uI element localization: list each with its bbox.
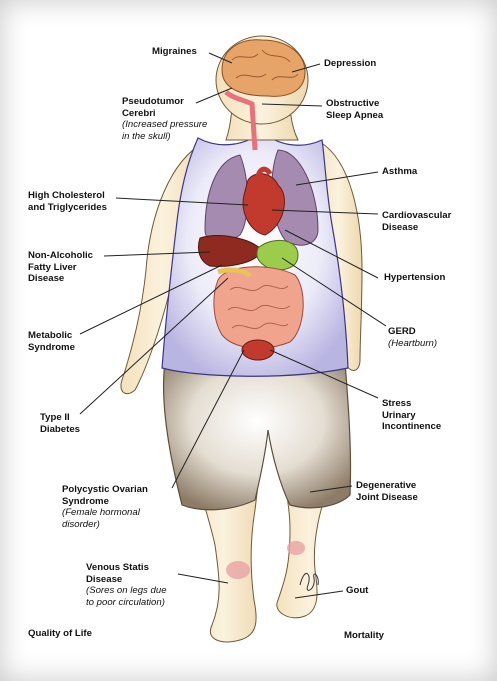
leader-migraines — [208, 52, 233, 64]
brain-folds — [231, 49, 299, 81]
label-depression-name: Depression — [324, 58, 377, 69]
label-venous-note-2: to poor circulation) — [86, 596, 165, 608]
label-asthma: Asthma — [382, 166, 417, 178]
label-venous-name-2: Disease — [86, 573, 123, 585]
leader-venous — [177, 573, 229, 584]
leg-sore — [287, 541, 305, 555]
leader-joint — [309, 485, 353, 493]
label-pcos-name-2: Syndrome — [62, 495, 109, 507]
label-venous-note-1: (Sores on legs due — [86, 585, 167, 596]
heart — [242, 173, 285, 236]
label-pcos-note-2: disorder) — [62, 518, 100, 530]
leader-pseudotumor — [195, 87, 233, 104]
leader-pcos — [171, 349, 245, 489]
label-joint-name-1: Degenerative — [356, 480, 417, 491]
leg-sore — [226, 561, 250, 579]
airway — [224, 90, 258, 151]
label-joint-name-2: Joint Disease — [356, 491, 418, 503]
leader-cholesterol — [115, 197, 249, 206]
leader-incontinence — [269, 349, 379, 399]
label-venous-name-1: Venous Statis — [86, 562, 149, 573]
label-incontinence-name-1: Stress — [382, 398, 412, 409]
label-fatty-liver-name-2: Fatty Liver — [28, 261, 77, 273]
label-gerd: GERD (Heartburn) — [388, 326, 437, 349]
label-venous: Venous Statis Disease (Sores on legs due… — [86, 562, 167, 608]
leader-cardiovascular — [271, 209, 379, 215]
label-joint: Degenerative Joint Disease — [356, 480, 418, 503]
label-gout-name: Gout — [346, 585, 369, 596]
intestine-loops — [227, 284, 291, 330]
label-incontinence-name-3: Incontinence — [382, 421, 442, 432]
artist-signature-icon — [299, 573, 319, 591]
label-metabolic: Metabolic Syndrome — [28, 330, 75, 353]
label-gerd-note: (Heartburn) — [388, 337, 438, 349]
label-pseudotumor: Pseudotumor Cerebri (Increased pressure … — [122, 96, 207, 142]
brain — [221, 39, 306, 97]
label-sleep-apnea-name-2: Sleep Apnea — [326, 109, 384, 121]
label-gerd-name: GERD — [388, 326, 416, 337]
pancreas — [217, 267, 252, 278]
label-fatty-liver-name-1: Non-Alcoholic — [28, 250, 94, 261]
footer-mortality: Mortality — [344, 630, 384, 641]
label-hypertension: Hypertension — [384, 272, 445, 284]
bladder — [241, 339, 275, 361]
leader-hypertension — [284, 229, 379, 279]
leader-asthma — [295, 171, 379, 186]
label-incontinence-name-2: Urinary — [382, 409, 416, 421]
label-cholesterol: High Cholesterol and Triglycerides — [28, 190, 107, 213]
label-fatty-liver: Non-Alcoholic Fatty Liver Disease — [28, 250, 93, 285]
label-pseudotumor-name-1: Pseudotumor — [122, 96, 184, 107]
leader-lines — [79, 52, 387, 599]
label-depression: Depression — [324, 58, 376, 70]
leader-gout — [294, 590, 344, 599]
label-pseudotumor-note-2: in the skull) — [122, 130, 171, 142]
label-asthma-name: Asthma — [382, 166, 418, 177]
label-cardiovascular: Cardiovascular Disease — [382, 210, 451, 233]
label-sleep-apnea: Obstructive Sleep Apnea — [326, 98, 383, 121]
label-cholesterol-name-1: High Cholesterol — [28, 190, 105, 201]
label-pcos-note-1: (Female hormonal — [62, 507, 140, 518]
leader-metabolic — [79, 264, 223, 335]
label-sleep-apnea-name-1: Obstructive — [326, 98, 380, 109]
leader-diabetes — [79, 277, 229, 415]
leader-sleep-apnea — [261, 103, 323, 107]
shorts — [162, 361, 352, 511]
label-pseudotumor-name-2: Cerebri — [122, 107, 156, 119]
label-diabetes-name-1: Type II — [40, 412, 70, 423]
label-pseudotumor-note-1: (Increased pressure — [122, 119, 208, 130]
label-hypertension-name: Hypertension — [384, 272, 446, 283]
label-gout: Gout — [346, 585, 368, 597]
aorta — [255, 166, 273, 181]
label-cholesterol-name-2: and Triglycerides — [28, 201, 107, 213]
label-cardiovascular-name-2: Disease — [382, 221, 419, 233]
leader-depression — [291, 63, 321, 73]
label-cardiovascular-name-1: Cardiovascular — [382, 210, 452, 221]
label-metabolic-name-1: Metabolic — [28, 330, 73, 341]
label-diabetes: Type II Diabetes — [40, 412, 80, 435]
stomach — [256, 239, 299, 271]
liver — [197, 235, 263, 267]
leader-fatty-liver — [103, 251, 211, 257]
label-migraines-name: Migraines — [152, 46, 197, 57]
label-migraines: Migraines — [152, 46, 197, 58]
leader-gerd — [281, 257, 387, 327]
label-diabetes-name-2: Diabetes — [40, 423, 80, 435]
label-pcos: Polycystic Ovarian Syndrome (Female horm… — [62, 484, 148, 530]
label-incontinence: Stress Urinary Incontinence — [382, 398, 441, 433]
label-fatty-liver-name-3: Disease — [28, 273, 65, 284]
footer-quality-of-life: Quality of Life — [28, 628, 92, 639]
label-metabolic-name-2: Syndrome — [28, 341, 75, 353]
label-pcos-name-1: Polycystic Ovarian — [62, 484, 148, 495]
